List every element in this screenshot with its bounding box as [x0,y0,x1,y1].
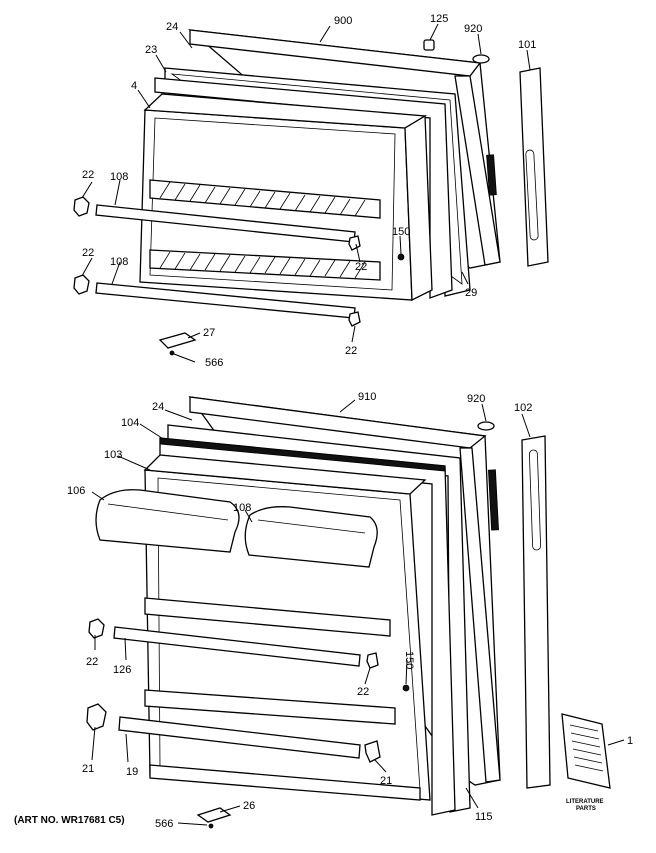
screw-150-upper [397,253,405,261]
callout-4: 4 [131,80,137,92]
callout-150-upper: 150 [392,226,410,238]
callout-21-b: 21 [380,775,392,787]
callout-26: 26 [243,800,255,812]
callout-115: 115 [475,811,493,823]
callout-920-upper: 920 [464,23,482,35]
screw-150-lower [402,684,410,692]
callout-106: 106 [67,485,85,497]
lower-door-assembly [86,396,611,829]
callout-27: 27 [203,327,215,339]
plug-125 [423,39,435,51]
callout-900: 900 [334,15,352,27]
callout-24-upper: 24 [166,21,178,33]
callout-150-lower: 150 [403,651,415,669]
door-liner-4 [139,93,433,302]
literature-caption-line2: PARTS [576,806,596,812]
callout-125: 125 [430,13,448,25]
bar-end-caps-lower [86,618,381,763]
callout-566-lower: 566 [155,818,173,830]
callout-23: 23 [145,44,157,56]
callouts-lower: 910 920 102 24 104 103 106 108 22 126 15… [67,391,633,830]
literature-caption-line1: LITERATURE [566,799,604,805]
callout-21-a: 21 [82,763,94,775]
callout-101: 101 [518,39,536,51]
callout-910: 910 [358,391,376,403]
callout-566-upper: 566 [205,357,223,369]
callout-22-a: 22 [82,169,94,181]
leader-lines-lower [91,399,625,826]
door-gasket-lower [159,424,471,816]
upper-door-assembly [73,29,549,356]
cap-920-lower [477,421,495,431]
dairy-bin-106 [95,489,240,553]
literature-booklet [561,713,611,789]
callout-19: 19 [126,766,138,778]
leader-lines-upper [81,23,531,363]
callout-108-b: 108 [110,256,128,268]
callout-108-lower: 108 [233,502,251,514]
callout-24-lower: 24 [152,401,164,413]
door-handle-102 [521,435,551,789]
callout-104: 104 [121,417,139,429]
callout-22-lower-b: 22 [357,686,369,698]
cap-920-upper [472,54,490,64]
callout-1: 1 [627,735,633,747]
callout-103: 103 [104,449,122,461]
door-bar-126 [113,626,361,667]
door-bar-19 [118,716,361,759]
callout-22-b: 22 [82,247,94,259]
art-number: (ART NO. WR17681 C5) [14,815,125,826]
callout-108-a: 108 [110,171,128,183]
callouts-upper: 900 125 920 101 24 23 4 22 108 22 108 15… [82,13,536,369]
dairy-bin-108 [244,506,378,568]
callout-126: 126 [113,664,131,676]
callout-22-lower-a: 22 [86,656,98,668]
callout-920-lower: 920 [467,393,485,405]
bar-end-caps-22-upper [73,196,361,327]
callout-22-d: 22 [345,345,357,357]
callout-102: 102 [514,402,532,414]
door-handle-101 [519,67,549,267]
callout-22-c: 22 [355,261,367,273]
hinge-27-upper [158,332,197,356]
callout-29: 29 [465,287,477,299]
